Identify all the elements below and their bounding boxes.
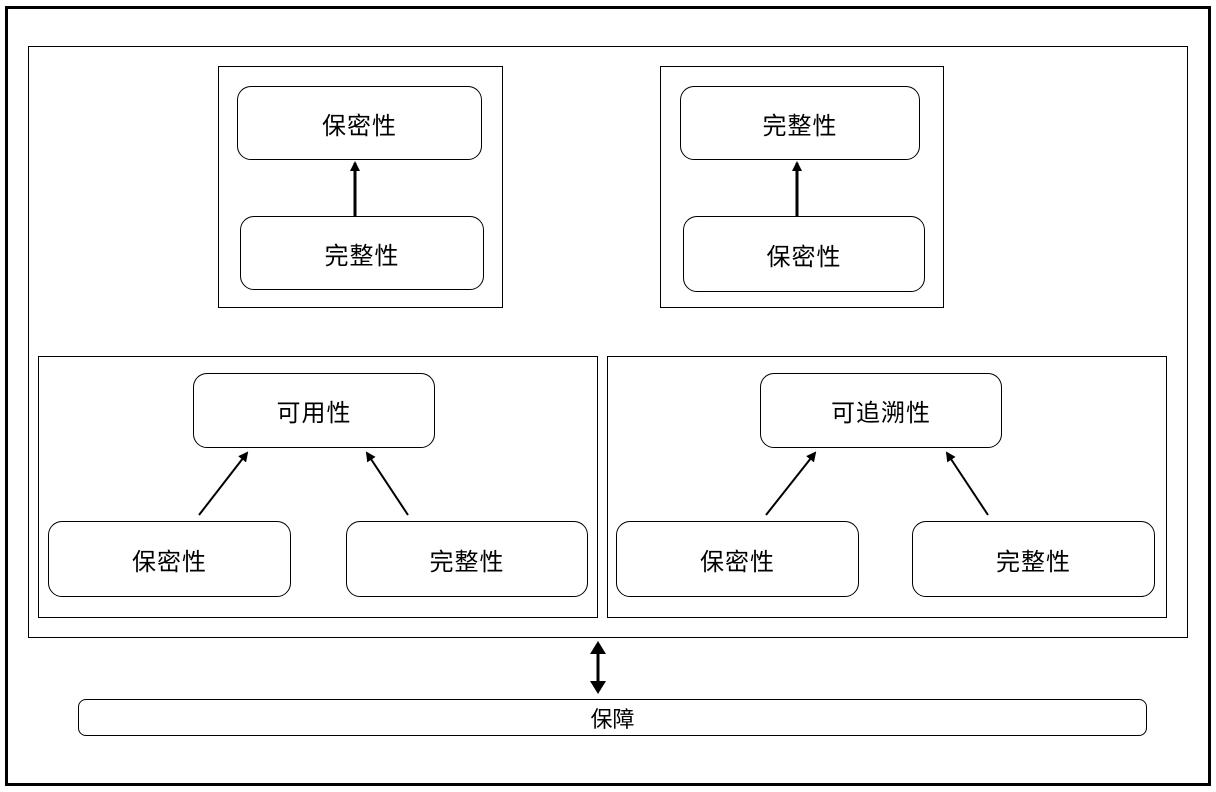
node-confidentiality: 保密性 bbox=[237, 86, 482, 160]
node-integrity: 完整性 bbox=[680, 86, 920, 160]
node-confidentiality: 保密性 bbox=[683, 216, 925, 292]
outer-frame bbox=[5, 6, 1211, 786]
node-integrity: 完整性 bbox=[346, 521, 588, 597]
node-traceability: 可追溯性 bbox=[760, 373, 1002, 448]
node-availability: 可用性 bbox=[193, 373, 435, 448]
foundation-bar: 保障 bbox=[78, 699, 1147, 736]
node-integrity: 完整性 bbox=[240, 216, 484, 290]
node-confidentiality: 保密性 bbox=[48, 521, 291, 597]
node-integrity: 完整性 bbox=[912, 521, 1155, 597]
node-confidentiality: 保密性 bbox=[616, 521, 859, 597]
